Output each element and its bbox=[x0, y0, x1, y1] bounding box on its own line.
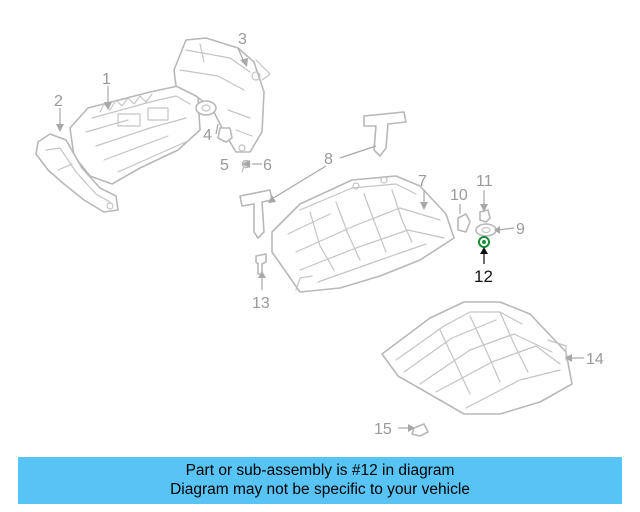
part-8-mounting-bracket[interactable] bbox=[239, 111, 407, 239]
callout-4: 4 bbox=[203, 127, 212, 144]
callout-labels: 1 2 3 4 5 6 7 8 9 10 11 12 13 14 15 bbox=[54, 31, 604, 438]
banner-line-part-number: Part or sub-assembly is #12 in diagram bbox=[185, 462, 455, 479]
exploded-parts-diagram: 1 2 3 4 5 6 7 8 9 10 11 12 13 14 15 bbox=[35, 31, 604, 438]
callout-13: 13 bbox=[252, 295, 270, 312]
callout-15: 15 bbox=[374, 421, 392, 438]
part-14-skid-plate[interactable] bbox=[381, 301, 573, 415]
callout-6: 6 bbox=[263, 157, 272, 174]
callout-9: 9 bbox=[516, 221, 525, 238]
part-1-splash-shield[interactable] bbox=[69, 85, 201, 185]
part-2-side-bracket[interactable] bbox=[35, 133, 119, 213]
part-13-stud[interactable] bbox=[255, 253, 267, 275]
info-banner: Part or sub-assembly is #12 in diagram D… bbox=[18, 457, 622, 504]
part-15-clip[interactable] bbox=[411, 423, 429, 437]
callout-7: 7 bbox=[418, 173, 427, 190]
callout-14: 14 bbox=[586, 351, 604, 368]
part-11-bolt[interactable] bbox=[479, 209, 491, 223]
part-12-nut-highlighted[interactable] bbox=[478, 236, 490, 248]
part-3-rear-panel[interactable] bbox=[173, 37, 271, 153]
callout-3: 3 bbox=[238, 31, 247, 48]
callout-5: 5 bbox=[220, 157, 229, 174]
callout-10: 10 bbox=[450, 187, 468, 204]
part-7-engine-shield[interactable] bbox=[271, 175, 455, 293]
callout-1: 1 bbox=[102, 71, 111, 88]
leader-lines bbox=[56, 47, 584, 432]
part-10-clip[interactable] bbox=[457, 213, 471, 233]
part-9-washer[interactable] bbox=[475, 223, 497, 237]
callout-8: 8 bbox=[324, 151, 333, 168]
callout-2: 2 bbox=[54, 93, 63, 110]
part-4-grommet[interactable] bbox=[195, 100, 233, 143]
banner-line-disclaimer: Diagram may not be specific to your vehi… bbox=[170, 481, 470, 498]
callout-11: 11 bbox=[476, 173, 493, 190]
callout-12-highlighted: 12 bbox=[474, 267, 493, 286]
